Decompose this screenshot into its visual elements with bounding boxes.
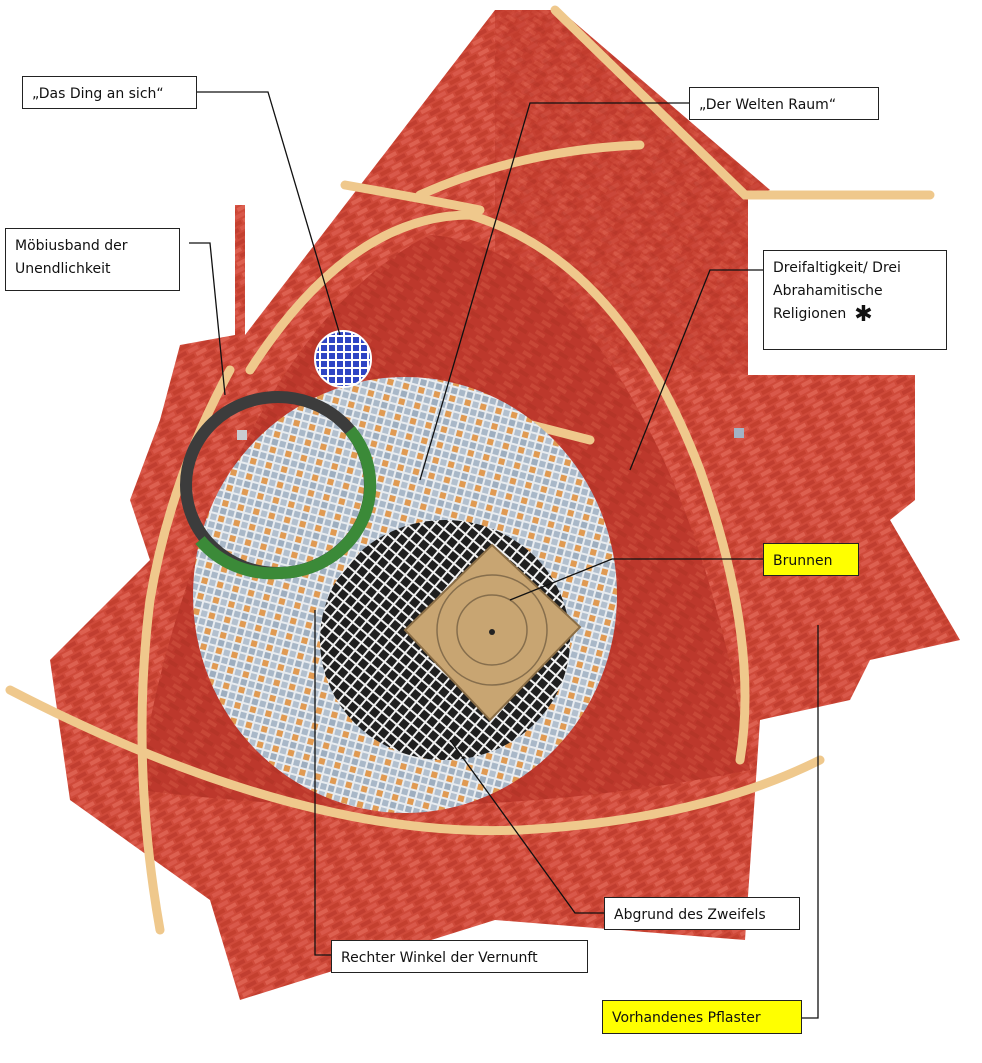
label-line: Unendlichkeit	[15, 258, 170, 281]
label-rechter-winkel: Rechter Winkel der Vernunft	[331, 940, 588, 973]
label-text: „Das Ding an sich“	[32, 86, 164, 102]
label-der-welten-raum: „Der Welten Raum“	[689, 87, 879, 120]
label-brunnen: Brunnen	[763, 543, 859, 576]
label-moebiusband: Möbiusband der Unendlichkeit	[5, 228, 180, 291]
label-line: Abrahamitische	[773, 280, 937, 303]
label-line: Religionen	[773, 306, 846, 322]
label-line: Dreifaltigkeit/ Drei	[773, 257, 937, 280]
label-text: Brunnen	[773, 553, 832, 569]
marker-stone	[734, 428, 744, 438]
label-dreifaltigkeit: Dreifaltigkeit/ Drei Abrahamitische Reli…	[763, 250, 947, 350]
label-vorhandenes-pflaster: Vorhandenes Pflaster	[602, 1000, 802, 1034]
label-text: Abgrund des Zweifels	[614, 907, 766, 923]
label-das-ding-an-sich: „Das Ding an sich“	[22, 76, 197, 109]
label-abgrund: Abgrund des Zweifels	[604, 897, 800, 930]
label-text: Vorhandenes Pflaster	[612, 1010, 761, 1026]
asterisk-icon: ✱	[854, 302, 872, 327]
label-text: „Der Welten Raum“	[699, 97, 836, 113]
ding-an-sich-disc	[315, 331, 371, 387]
label-text: Rechter Winkel der Vernunft	[341, 950, 538, 966]
label-line: Möbiusband der	[15, 235, 170, 258]
